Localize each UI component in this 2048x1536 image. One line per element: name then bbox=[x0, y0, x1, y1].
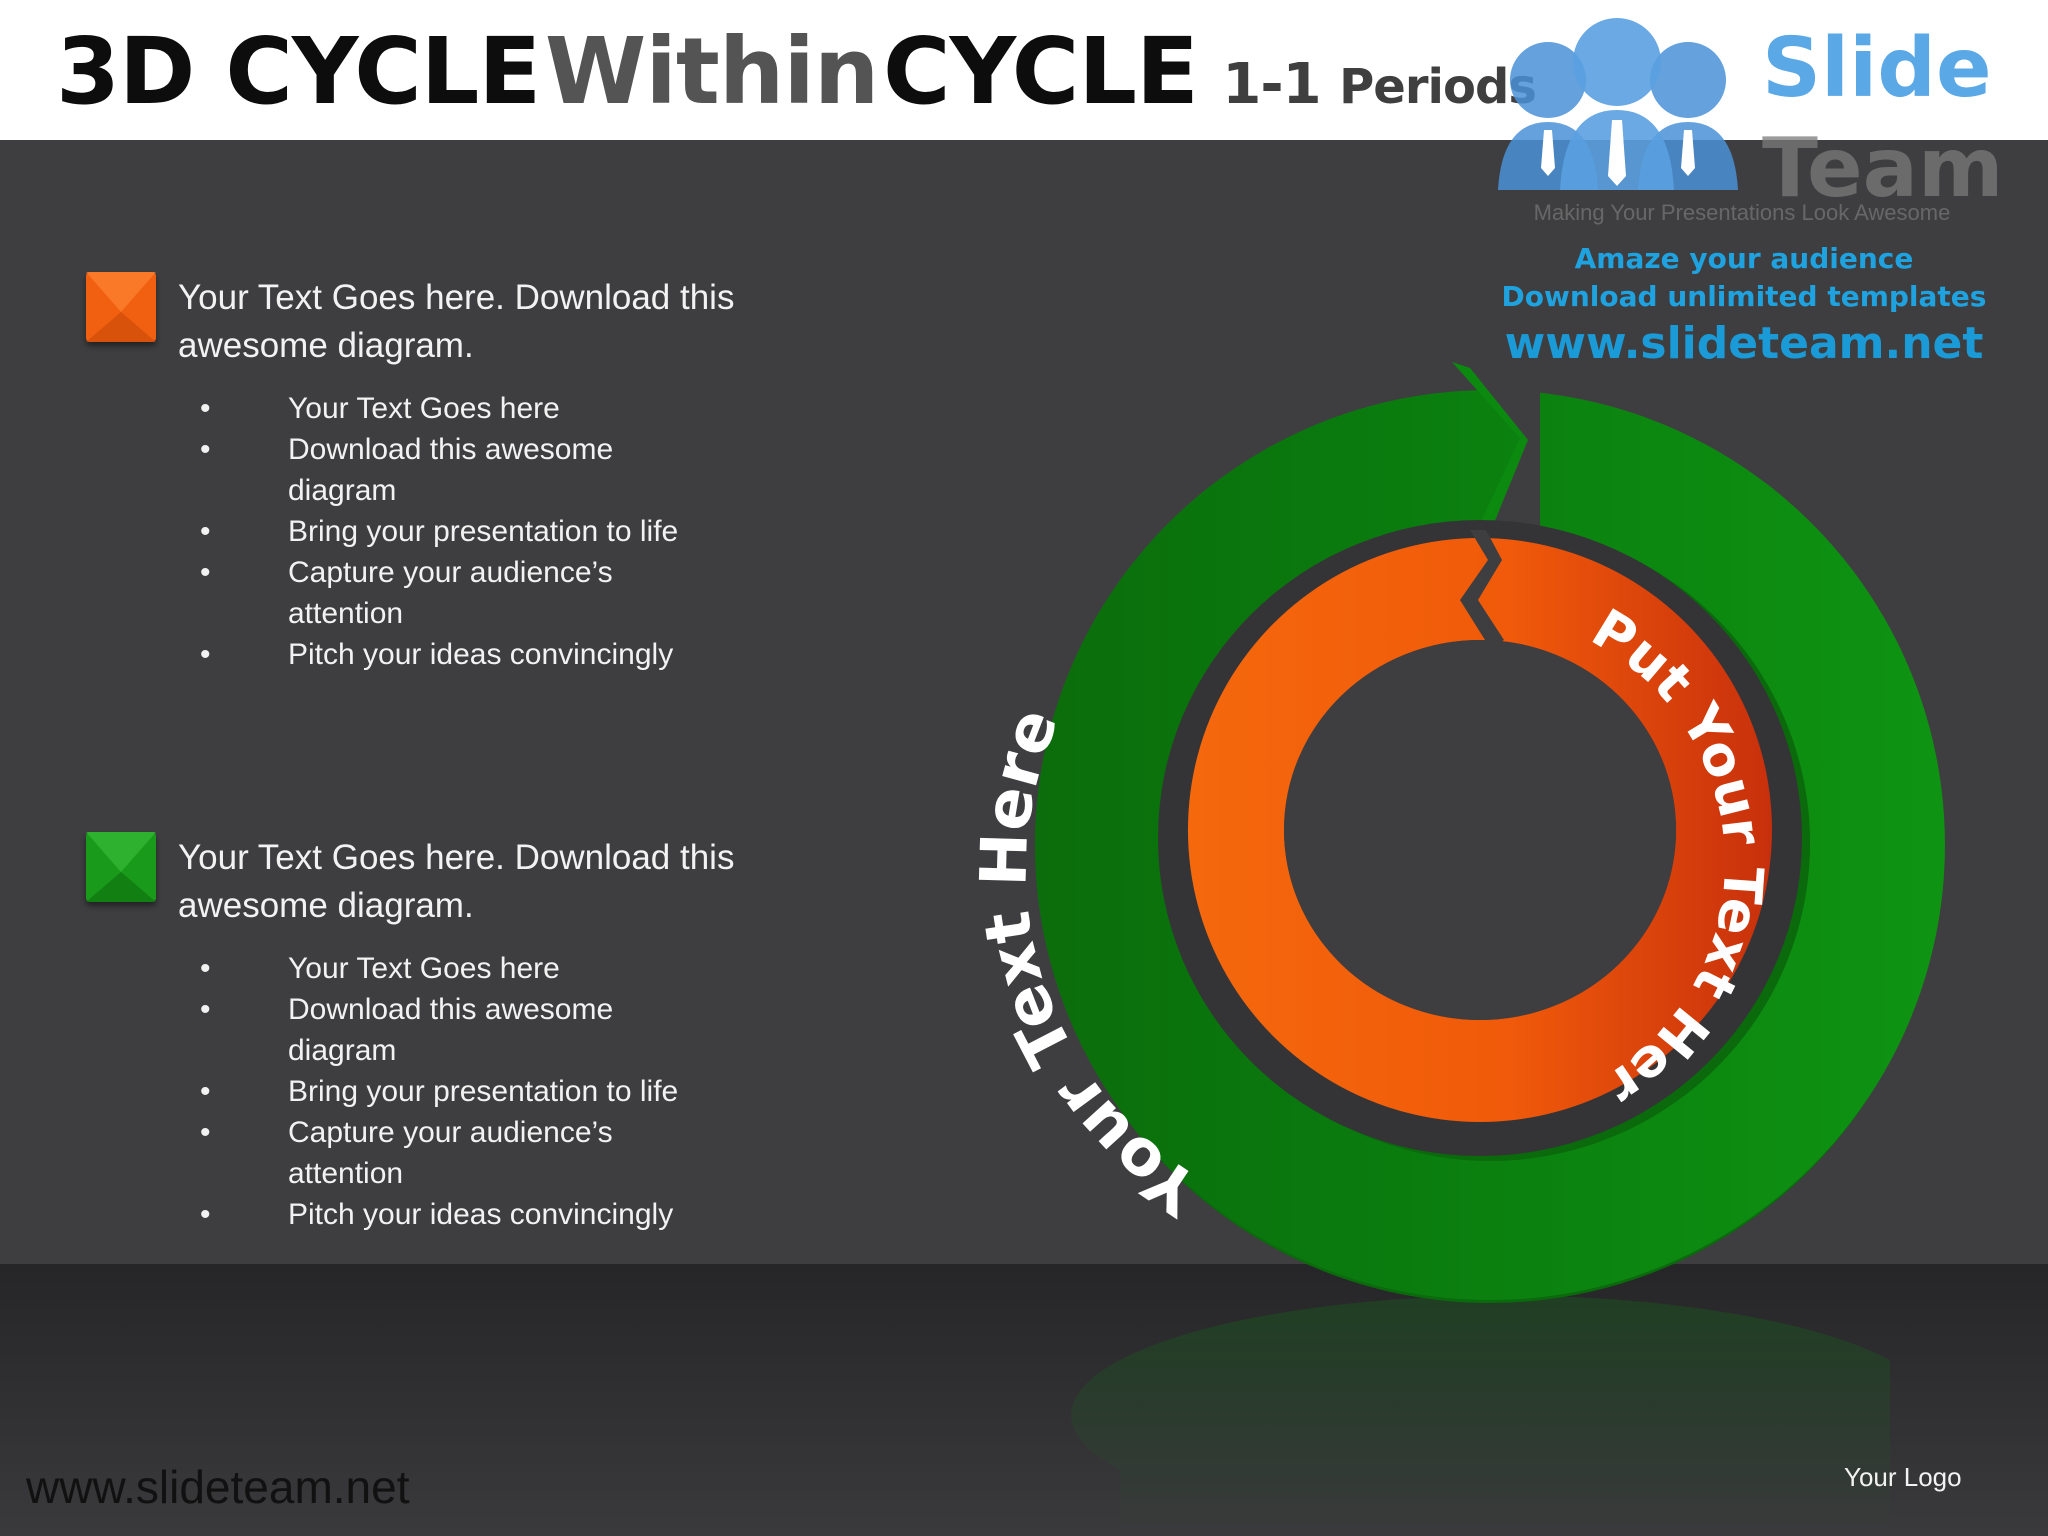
brand-promo: Amaze your audience Download unlimited t… bbox=[1474, 240, 2014, 372]
list-item: •Pitch your ideas convincingly bbox=[200, 638, 674, 671]
list-item: •Your Text Goes here bbox=[200, 392, 560, 425]
people-group-icon bbox=[1498, 18, 1738, 190]
your-logo-placeholder: Your Logo bbox=[1844, 1462, 1962, 1492]
footer-url[interactable]: www.slideteam.net bbox=[26, 1461, 410, 1513]
promo-url[interactable]: www.slideteam.net bbox=[1504, 318, 1984, 369]
outer-ring-reflection bbox=[1071, 1295, 1890, 1536]
promo-line-2: Download unlimited templates bbox=[1501, 280, 1987, 313]
brand-name-slide: Slide bbox=[1762, 21, 1992, 116]
slideteam-logo: Slide Team bbox=[1498, 18, 2003, 216]
promo-line-1: Amaze your audience bbox=[1574, 242, 1914, 275]
inner-ring bbox=[1187, 538, 1772, 1123]
list-item: •Bring your presentation to life bbox=[200, 515, 679, 548]
list-item: •Download this awesome diagram bbox=[200, 433, 614, 507]
list-item: •Download this awesome diagram bbox=[200, 993, 614, 1067]
brand-tagline: Making Your Presentations Look Awesome bbox=[1533, 200, 1951, 225]
block-1-bullets: •Your Text Goes here •Download this awes… bbox=[200, 388, 728, 675]
list-item: •Your Text Goes here bbox=[200, 952, 560, 985]
list-item: •Bring your presentation to life bbox=[200, 1075, 679, 1108]
inner-ring-notch bbox=[1460, 530, 1504, 648]
outer-ring-arrow-tip bbox=[1452, 362, 1528, 528]
block-1-heading: Your Text Goes here. Download this aweso… bbox=[178, 278, 735, 365]
list-item: •Pitch your ideas convincingly bbox=[200, 1198, 674, 1231]
slide-title: 3D CYCLE Within CYCLE 1-1 Periods bbox=[56, 18, 1537, 125]
inner-hole bbox=[1284, 640, 1676, 1020]
list-item: •Capture your audience’s attention bbox=[200, 556, 613, 630]
green-marker bbox=[86, 832, 156, 902]
block-2-bullets: •Your Text Goes here •Download this awes… bbox=[200, 948, 728, 1235]
title-part-ratio: 1-1 bbox=[1222, 52, 1321, 117]
brand-name-team: Team bbox=[1762, 121, 2003, 216]
title-part-within: Within bbox=[544, 18, 880, 125]
list-item: •Capture your audience’s attention bbox=[200, 1116, 613, 1190]
outer-ring-notch bbox=[1450, 350, 1540, 526]
title-part-periods: Periods bbox=[1339, 59, 1537, 115]
block-2-heading: Your Text Goes here. Download this aweso… bbox=[178, 838, 735, 925]
orange-marker bbox=[86, 272, 156, 342]
title-part-cycle: CYCLE bbox=[882, 18, 1199, 125]
title-part-3d-cycle: 3D CYCLE bbox=[56, 18, 541, 125]
